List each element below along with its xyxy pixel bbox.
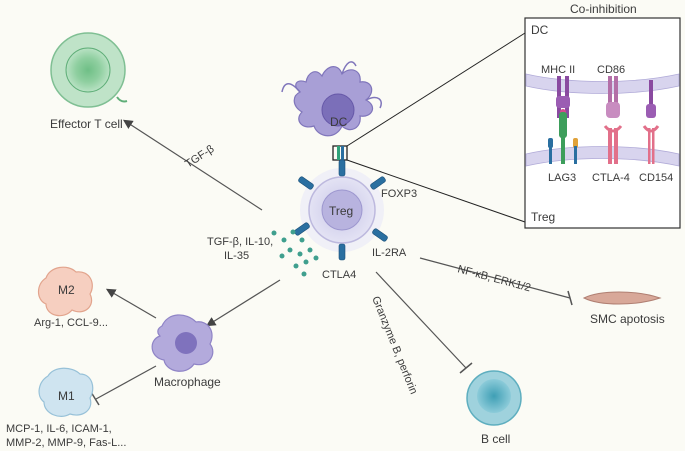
m1-inhibit-line — [95, 365, 157, 400]
ctla4-label: CTLA4 — [322, 269, 356, 281]
dc-label: DC — [330, 115, 348, 129]
m2-label: M2 — [58, 283, 75, 297]
granzyme-inhibit-bar — [459, 362, 473, 374]
il2ra-label: IL-2RA — [372, 247, 407, 259]
tgf-beta-label: TGF-β — [183, 143, 216, 170]
treg-label: Treg — [329, 204, 353, 218]
macrophage-arrow — [205, 279, 281, 327]
b-cell — [466, 370, 522, 426]
cytokines-label-2: IL-35 — [224, 250, 249, 262]
tgf-beta-arrow — [122, 119, 263, 211]
m1-label: M1 — [58, 389, 75, 403]
cytokines-label-1: TGF-β, IL-10, — [207, 236, 273, 248]
effector-t-cell-label: Effector T cell — [50, 117, 123, 131]
m1-markers-1: MCP-1, IL-6, ICAM-1, — [6, 423, 112, 435]
smc-apoptosis-label: SMC apotosis — [590, 312, 665, 326]
smc-cell — [582, 291, 662, 305]
mhc2-label: MHC II — [541, 64, 575, 76]
foxp3-label: FOXP3 — [381, 188, 417, 200]
macrophage-label: Macrophage — [154, 375, 221, 389]
granzyme-inhibit-line — [375, 271, 467, 369]
zoom-line-bottom — [346, 159, 526, 223]
m2-markers: Arg-1, CCL-9... — [34, 317, 108, 329]
m1-macrophage — [38, 367, 94, 417]
nfkb-inhibit-bar — [567, 290, 573, 306]
macrophage-cell — [151, 314, 214, 372]
dendritic-cell — [281, 61, 382, 137]
treg-cell — [294, 159, 388, 261]
lag3-label: LAG3 — [548, 172, 576, 184]
synapse-receptor-blue — [341, 146, 344, 160]
secreted-cytokine-dots — [271, 229, 319, 277]
synapse-receptor-green — [337, 146, 340, 160]
co-inhibition-inset — [524, 17, 681, 229]
inset-title: Co-inhibition — [570, 2, 637, 16]
m1-markers-2: MMP-2, MMP-9, Fas-L... — [6, 437, 126, 449]
nfkb-inhibit-line — [419, 257, 571, 299]
cd86-label: CD86 — [597, 64, 625, 76]
effector-t-cell — [50, 32, 128, 108]
zoom-line-top — [346, 32, 526, 147]
b-cell-label: B cell — [481, 432, 510, 446]
inset-dc-label: DC — [531, 23, 549, 37]
ctla4-inset-label: CTLA-4 — [592, 172, 630, 184]
cd154-label: CD154 — [639, 172, 673, 184]
nfkb-label: NF-κB, ERK1/2 — [456, 263, 532, 294]
inset-treg-label: Treg — [531, 210, 555, 224]
m2-macrophage — [37, 266, 93, 317]
m2-arrow — [105, 288, 157, 319]
